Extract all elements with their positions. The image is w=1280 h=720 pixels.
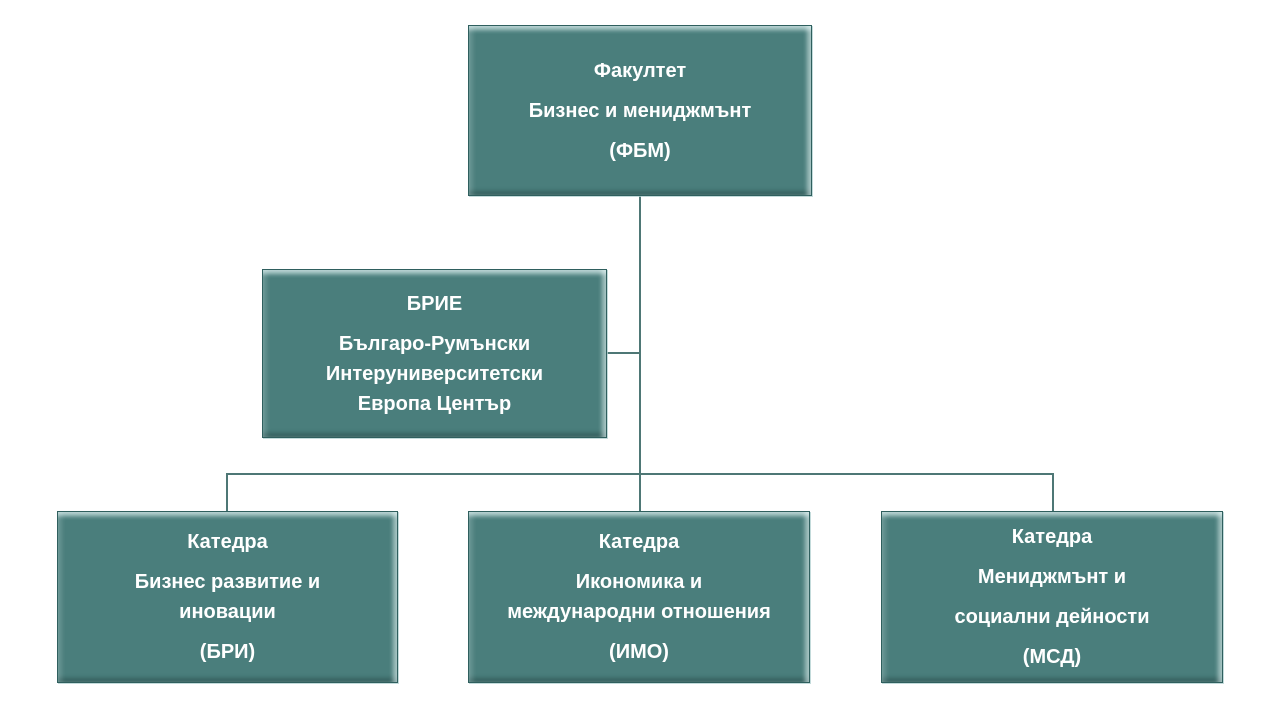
- node-paragraph: Икономика и международни отношения: [507, 567, 771, 627]
- node-text-line: иновации: [179, 601, 276, 623]
- node-paragraph: (БРИ): [200, 637, 255, 667]
- node-paragraph: Факултет: [594, 56, 686, 86]
- org-node-department-msd: Катедра Мениджмънт и социални дейности (…: [881, 511, 1223, 683]
- node-text-line: Катедра: [1011, 526, 1093, 548]
- node-text-line: (БРИ): [199, 641, 256, 663]
- node-text-line: Катедра: [598, 531, 680, 553]
- org-node-department-imo: Катедра Икономика и международни отношен…: [468, 511, 810, 683]
- node-paragraph: БРИЕ: [407, 289, 462, 319]
- node-paragraph: (ИМО): [609, 637, 669, 667]
- node-paragraph: социални дейности: [954, 602, 1149, 632]
- node-paragraph: Българо-Румънски Интеруниверситетски Евр…: [326, 329, 543, 419]
- org-node-department-bri: Катедра Бизнес развитие и иновации (БРИ): [57, 511, 398, 683]
- connector-brie-stub: [607, 352, 639, 354]
- node-paragraph: Бизнес развитие и иновации: [135, 567, 320, 627]
- node-text-line: международни отношения: [507, 601, 771, 623]
- node-text-line: Българо-Румънски: [338, 332, 531, 355]
- node-text-line: Факултет: [593, 59, 687, 82]
- node-paragraph: Бизнес и мениджмънт: [529, 96, 752, 126]
- node-text-line: Интеруниверситетски: [325, 362, 544, 385]
- node-paragraph: (ФБМ): [609, 136, 670, 166]
- node-text-line: Мениджмънт и: [977, 566, 1127, 588]
- connector-drop-bri: [226, 473, 228, 511]
- node-text-line: (ИМО): [609, 641, 669, 663]
- node-text-line: (ФБМ): [609, 139, 671, 162]
- node-paragraph: Катедра: [1012, 522, 1093, 552]
- connector-distribution-line: [226, 473, 1054, 475]
- node-text-line: Бизнес развитие и: [134, 571, 321, 593]
- node-paragraph: Катедра: [599, 527, 680, 557]
- node-paragraph: Мениджмънт и: [978, 562, 1126, 592]
- connector-drop-msd: [1052, 473, 1054, 511]
- node-text-line: (МСД): [1022, 646, 1082, 668]
- node-text-line: БРИЕ: [406, 292, 463, 315]
- node-text-line: Бизнес и мениджмънт: [528, 99, 752, 122]
- node-text-line: социални дейности: [954, 606, 1150, 628]
- node-text-line: Европа Център: [357, 392, 512, 415]
- node-text-line: Икономика и: [575, 571, 703, 593]
- node-text-line: Катедра: [187, 531, 268, 553]
- org-node-faculty-fbm: Факултет Бизнес и мениджмънт (ФБМ): [468, 25, 812, 196]
- node-paragraph: Катедра: [187, 527, 268, 557]
- node-paragraph: (МСД): [1023, 642, 1081, 672]
- connector-faculty-to-departments: [639, 196, 641, 511]
- org-node-brie-center: БРИЕ Българо-Румънски Интеруниверситетск…: [262, 269, 607, 438]
